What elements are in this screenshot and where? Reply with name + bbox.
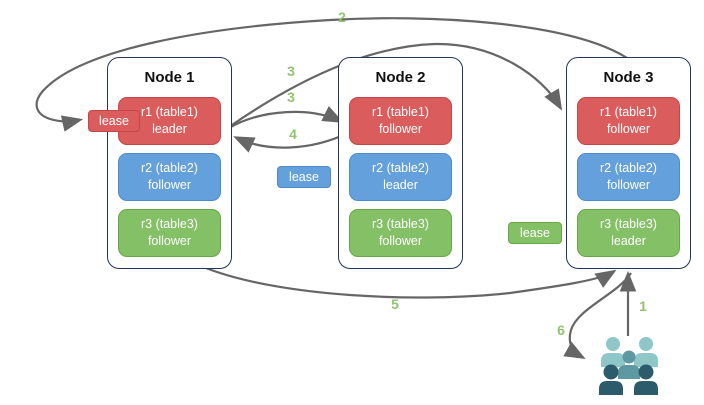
node1-box: Node 1 r1 (table1) leader r2 (table2) fo… [107,57,232,269]
node3-replica-r2: r2 (table2) follower [577,153,680,201]
replica-name: r1 (table1) [141,105,198,120]
node1-replica-r3: r3 (table3) follower [118,209,221,257]
node1-title: Node 1 [144,69,195,86]
step-label-5: 5 [391,296,399,312]
replica-role: follower [606,122,651,136]
replica-name: r2 (table2) [141,161,198,176]
arrow-step6-node3-to-users [563,272,632,360]
step-label-3a: 3 [287,63,295,79]
arrow-step3-node1-to-node2 [228,106,344,129]
replica-role: leader [383,178,418,192]
step-label-3b: 3 [287,89,295,105]
node3-title: Node 3 [603,69,654,86]
replica-role: follower [378,122,423,136]
node2-title: Node 2 [375,69,426,86]
node1-replica-r2: r2 (table2) follower [118,153,221,201]
node2-replica-r3: r3 (table3) follower [349,209,452,257]
node2-replica-r2: r2 (table2) leader [349,153,452,201]
step-label-1: 1 [639,298,647,314]
lease-tag-table1: lease [88,110,140,132]
arrow-step4-node2-to-node1 [233,132,349,153]
replica-name: r3 (table3) [600,217,657,232]
lease-tag-table3: lease [508,222,562,244]
replica-role: follower [606,178,651,192]
replica-name: r3 (table3) [372,217,429,232]
node3-box: Node 3 r1 (table1) follower r2 (table2) … [566,57,691,269]
replica-name: r1 (table1) [600,105,657,120]
replica-name: r1 (table1) [372,105,429,120]
node3-replica-r1: r1 (table1) follower [577,97,680,145]
step-label-4: 4 [289,126,297,142]
arrow-step2-node3-to-lease1 [35,17,628,132]
node3-replica-r3: r3 (table3) leader [577,209,680,257]
replica-name: r2 (table2) [372,161,429,176]
step-label-6: 6 [557,322,565,338]
node2-replica-r1: r1 (table1) follower [349,97,452,145]
replica-role: follower [378,234,423,248]
replica-role: follower [147,178,192,192]
step-label-2: 2 [338,9,346,25]
arrow-step5-node1-to-node3 [205,266,617,299]
replica-role: leader [152,122,187,136]
lease-tag-table2: lease [277,166,331,188]
node2-box: Node 2 r1 (table1) follower r2 (table2) … [338,57,463,269]
arrow-step3-node1-to-node3 [228,42,563,128]
replica-role: leader [611,234,646,248]
replica-name: r2 (table2) [600,161,657,176]
replica-role: follower [147,234,192,248]
replica-name: r3 (table3) [141,217,198,232]
